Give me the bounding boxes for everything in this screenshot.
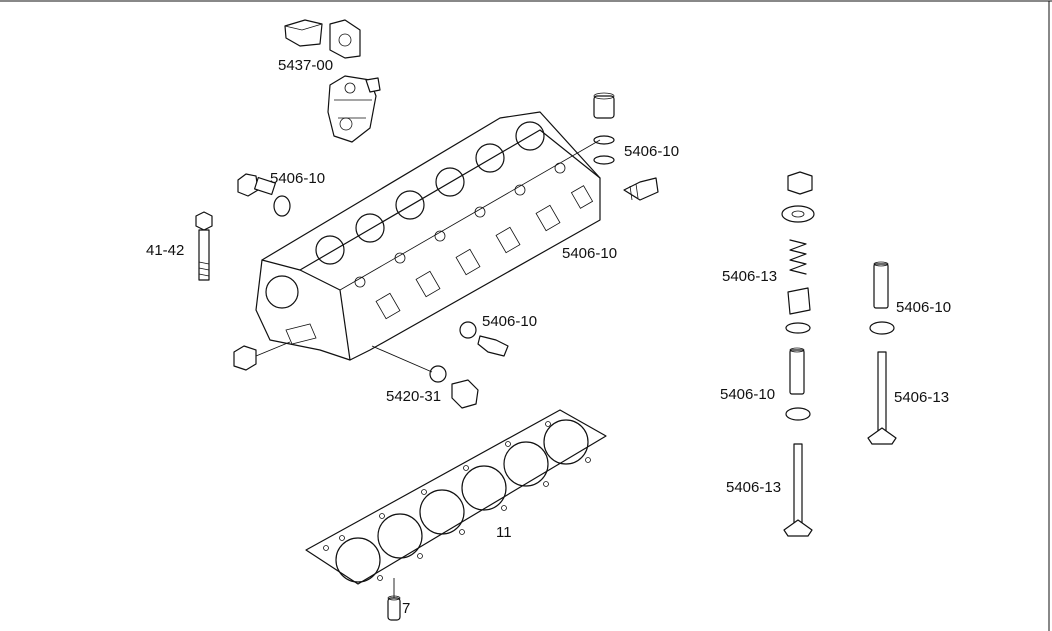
plug-middle [459,321,509,357]
rocker-arm-assembly [327,75,381,143]
head-bolt [195,211,213,281]
callout-head-bolt: 41-42 [146,242,185,259]
callout-valve-guide-left: 5406-10 [720,386,776,403]
callout-banjo-bolt: 5406-10 [270,170,326,187]
callout-dowel-pin: 7 [402,600,411,617]
valve-right [867,351,897,445]
head-gasket [305,409,607,598]
plug-right-top [623,177,659,201]
callout-valve-right: 5406-13 [894,389,950,406]
valve-guide-right [869,261,895,335]
plug-bottom-left [233,341,291,371]
callout-valve-guide-right: 5406-10 [896,299,952,316]
callout-injector-sleeve: 5406-10 [624,143,680,160]
banjo-bolt [237,173,291,217]
valve-left [783,443,813,537]
valve-guide-left [785,347,811,421]
injector-sleeve-stack [593,92,615,165]
dowel-pin [387,595,401,621]
callout-plug-lower: 5420-31 [386,388,442,405]
callout-head-gasket: 11 [496,524,512,541]
callout-valve-left: 5406-13 [726,479,782,496]
cylinder-head [255,111,601,361]
valve-spring-group [781,171,815,334]
callout-plug-middle: 5406-10 [482,313,538,330]
callout-cylinder-head: 5406-10 [562,245,618,262]
plug-lower [371,345,479,409]
callout-rocker-group: 5437-00 [278,57,334,74]
rocker-bridge-parts [284,19,361,59]
callout-valve-spring-group: 5406-13 [722,268,778,285]
